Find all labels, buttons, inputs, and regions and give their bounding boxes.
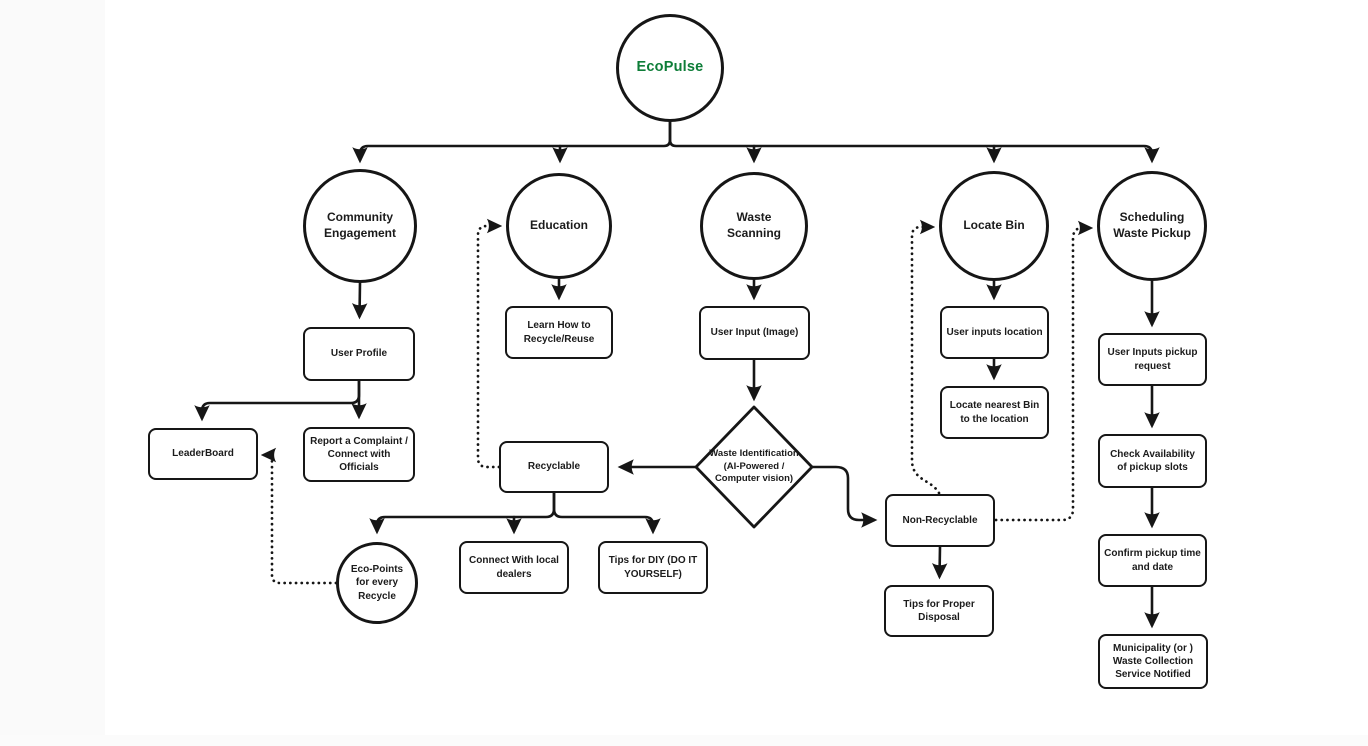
- node-locate-nearest-bin-label: Locate nearest Bin to the location: [949, 400, 1040, 425]
- edge-community-engagement-to-user-profile: [351, 281, 368, 320]
- node-non-recyclable-label: Non-Recyclable: [902, 514, 978, 526]
- node-user-input-image: User Input (Image): [699, 306, 810, 360]
- edge-eco-points-to-leaderboard: [260, 447, 338, 585]
- node-tips-diy-label: Tips for DIY (DO IT YOURSELF): [608, 555, 698, 580]
- node-learn-recycle-label: Learn How to Recycle/Reuse: [523, 320, 595, 345]
- node-locate-nearest-bin: Locate nearest Bin to the location: [940, 386, 1049, 439]
- node-tips-diy: Tips for DIY (DO IT YOURSELF): [598, 541, 708, 594]
- node-locate-bin-label: Locate Bin: [963, 218, 1025, 233]
- edge-non-recyclable-to-tips-disposal: [932, 545, 948, 580]
- node-non-recyclable: Non-Recyclable: [885, 494, 995, 547]
- node-confirm-pickup-label: Confirm pickup time and date: [1104, 548, 1201, 573]
- node-waste-identification-label: Waste Identification (AI-Powered / Compu…: [709, 448, 799, 485]
- node-waste-scanning-label: Waste Scanning: [726, 210, 781, 240]
- node-user-profile: User Profile: [303, 327, 415, 381]
- edge-non-recyclable-to-scheduling-pickup: [994, 220, 1094, 522]
- node-user-profile-label: User Profile: [330, 348, 388, 360]
- node-community-engagement-label: Community Engagement: [323, 210, 396, 240]
- node-check-availability: Check Availability of pickup slots: [1098, 434, 1207, 488]
- node-ecopulse-label: EcoPulse: [636, 59, 704, 76]
- node-connect-dealers: Connect With local dealers: [459, 541, 569, 594]
- node-ecopulse: EcoPulse: [616, 14, 724, 122]
- node-learn-recycle: Learn How to Recycle/Reuse: [505, 306, 613, 359]
- edge-non-recyclable-to-locate-bin: [910, 219, 941, 495]
- decision-diamond-waste-identification: [694, 405, 814, 529]
- edge-user-profile-to-leaderboard: [194, 379, 361, 422]
- node-education: Education: [506, 173, 612, 279]
- node-user-inputs-location-label: User inputs location: [946, 326, 1043, 338]
- node-connect-dealers-label: Connect With local dealers: [469, 555, 559, 580]
- node-tips-disposal-label: Tips for Proper Disposal: [903, 598, 975, 623]
- node-municipality-notified-label: Municipality (or ) Waste Collection Serv…: [1112, 642, 1194, 681]
- node-pickup-request: User Inputs pickup request: [1098, 333, 1207, 386]
- node-check-availability-label: Check Availability of pickup slots: [1110, 448, 1195, 473]
- node-eco-points: Eco-Points for every Recycle: [336, 542, 418, 624]
- canvas-bottom-margin: [0, 735, 1368, 746]
- edge-recyclable-to-education: [476, 218, 503, 469]
- node-recyclable: Recyclable: [499, 441, 609, 493]
- edge-waste-identification-to-non-recyclable: [810, 465, 878, 528]
- node-report-complaint: Report a Complaint / Connect with Offici…: [303, 427, 415, 482]
- node-recyclable-label: Recyclable: [527, 461, 581, 473]
- node-leaderboard: LeaderBoard: [148, 428, 258, 480]
- node-community-engagement: Community Engagement: [303, 169, 417, 283]
- node-user-inputs-location: User inputs location: [940, 306, 1049, 359]
- node-report-complaint-label: Report a Complaint / Connect with Offici…: [310, 435, 408, 474]
- node-waste-scanning: Waste Scanning: [700, 172, 808, 280]
- node-pickup-request-label: User Inputs pickup request: [1107, 347, 1198, 372]
- node-scheduling-pickup-label: Scheduling Waste Pickup: [1113, 210, 1191, 240]
- node-confirm-pickup: Confirm pickup time and date: [1098, 534, 1207, 587]
- node-education-label: Education: [529, 218, 588, 233]
- node-user-input-image-label: User Input (Image): [710, 327, 799, 339]
- canvas-left-margin: [0, 0, 105, 746]
- node-locate-bin: Locate Bin: [939, 171, 1049, 281]
- edge-ecopulse-to-community-engagement: [352, 120, 672, 164]
- node-leaderboard-label: LeaderBoard: [172, 448, 234, 460]
- node-tips-disposal: Tips for Proper Disposal: [884, 585, 994, 637]
- node-scheduling-pickup: Scheduling Waste Pickup: [1097, 171, 1207, 281]
- node-waste-identification: Waste Identification (AI-Powered / Compu…: [702, 430, 806, 504]
- node-eco-points-label: Eco-Points for every Recycle: [350, 564, 404, 602]
- edge-recyclable-to-eco-points: [369, 491, 556, 535]
- edge-recyclable-to-tips-diy: [552, 491, 661, 535]
- node-municipality-notified: Municipality (or ) Waste Collection Serv…: [1098, 634, 1208, 689]
- edge-ecopulse-to-scheduling-pickup: [668, 120, 1160, 164]
